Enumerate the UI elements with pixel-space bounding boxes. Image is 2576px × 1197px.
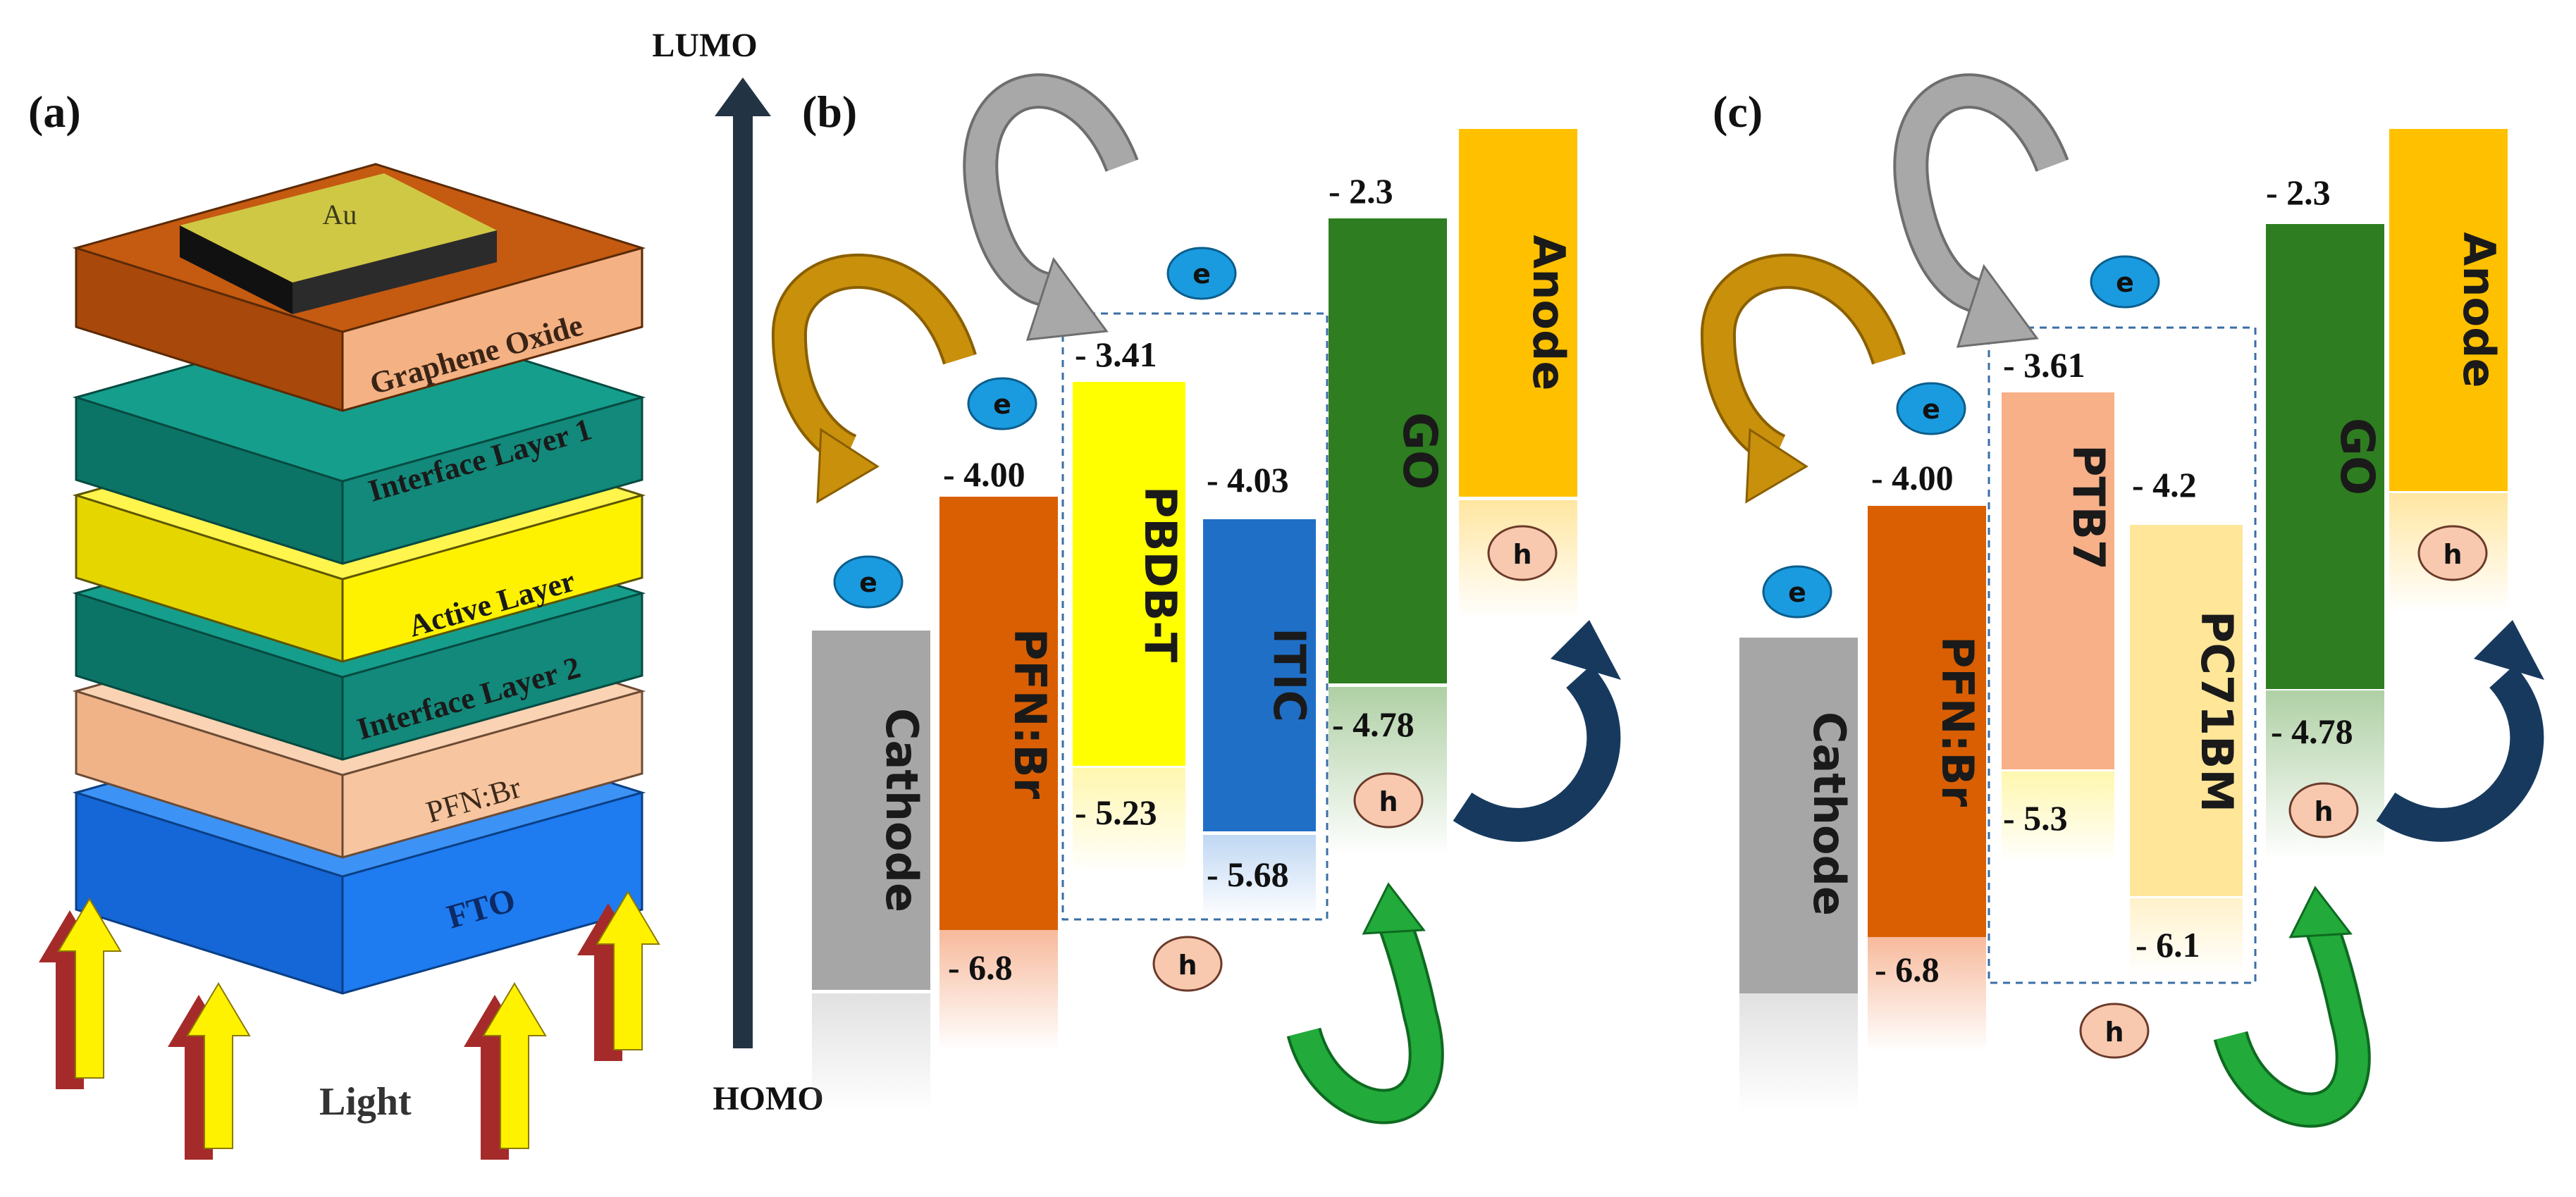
go-lumo-b: - 2.3	[1329, 171, 1393, 211]
pfnbr-bar-c: PFN:Br	[1868, 506, 1986, 937]
svg-text:PBDB-T: PBDB-T	[1135, 486, 1186, 662]
pfn-lumo-c: - 4.00	[1871, 458, 1954, 497]
hole-b-3: h	[1152, 936, 1223, 992]
svg-text:h: h	[2443, 539, 2462, 570]
svg-text:PC71BM: PC71BM	[2191, 611, 2243, 812]
hole-c-1: h	[2417, 525, 2488, 581]
electron-b-3: e	[833, 555, 904, 609]
ptb7-bar-c: PTB7	[2002, 392, 2114, 769]
light-arrows	[39, 891, 660, 1160]
svg-text:h: h	[1512, 539, 1532, 570]
go-bar-c: GO	[2266, 224, 2384, 689]
blend-box-c	[1988, 326, 2257, 984]
panel-c-label: (c)	[1713, 87, 1763, 137]
hole-b-2: h	[1353, 772, 1424, 829]
layer-label-au: Au	[323, 199, 357, 230]
svg-text:e: e	[993, 389, 1011, 420]
svg-text:Cathode: Cathode	[1804, 712, 1855, 916]
pfnbr-bar-b: PFN:Br	[939, 497, 1058, 930]
axis-bottom-label: HOMO	[713, 1080, 823, 1117]
svg-text:h: h	[1379, 786, 1398, 817]
svg-text:h: h	[1178, 950, 1197, 981]
svg-text:h: h	[2104, 1017, 2124, 1048]
pfn-lumo-b: - 4.00	[943, 454, 1025, 494]
electron-b-1: e	[1166, 247, 1237, 300]
donor-lumo-b: - 3.41	[1075, 335, 1157, 374]
acceptor-lumo-c: - 4.2	[2132, 465, 2197, 504]
energy-axis: LUMO HOMO	[652, 27, 823, 1117]
anode-bar-b: Anode	[1459, 129, 1577, 497]
svg-text:e: e	[1922, 394, 1940, 425]
panel-c: (c) Cathode PFN:Br PTB7 PC71BM GO	[1700, 73, 2544, 1128]
svg-text:Cathode: Cathode	[876, 708, 928, 912]
go-homo-c: - 4.78	[2271, 712, 2353, 751]
arrow-green-b	[1286, 882, 1444, 1124]
electron-c-1: e	[2090, 255, 2160, 309]
light-arrow-4	[577, 891, 660, 1061]
svg-text:GO: GO	[1393, 412, 1447, 490]
layer-au: Au	[180, 173, 497, 314]
pc71bm-bar-c: PC71BM	[2130, 525, 2243, 896]
arrow-gray-b	[963, 73, 1139, 341]
svg-text:Anode: Anode	[2453, 232, 2505, 387]
svg-text:e: e	[1788, 577, 1806, 608]
acceptor-lumo-b: - 4.03	[1207, 460, 1289, 500]
donor-homo-c: - 5.3	[2003, 798, 2068, 838]
anode-bar-c: Anode	[2389, 129, 2508, 491]
light-arrow-3	[464, 982, 547, 1160]
hole-b-1: h	[1487, 525, 1558, 581]
panel-a: (a) FTO PFN:Br Interface Layer 2	[28, 87, 660, 1160]
svg-text:e: e	[2116, 267, 2134, 298]
hole-c-2: h	[2288, 782, 2359, 838]
donor-homo-b: - 5.23	[1075, 793, 1157, 832]
arrow-gray-c	[1893, 73, 2069, 348]
go-homo-b: - 4.78	[1332, 705, 1415, 744]
hole-c-3: h	[2079, 1003, 2150, 1059]
acceptor-homo-c: - 6.1	[2136, 925, 2200, 965]
light-label: Light	[319, 1080, 412, 1124]
panel-b-label: (b)	[802, 87, 857, 137]
panel-a-label: (a)	[28, 87, 81, 137]
svg-text:ITIC: ITIC	[1264, 628, 1315, 722]
arrow-gold-b	[771, 254, 977, 504]
arrow-green-c	[2213, 886, 2371, 1128]
donor-lumo-c: - 3.61	[2003, 345, 2085, 385]
itic-bar-b: ITIC	[1203, 519, 1316, 831]
go-bar-b: GO	[1329, 218, 1447, 683]
electron-b-2: e	[967, 377, 1037, 430]
pbdbt-bar-b: PBDB-T	[1073, 382, 1186, 766]
pfn-homo-b: - 6.8	[948, 948, 1013, 987]
electron-c-2: e	[1896, 382, 1966, 435]
arrow-gold-c	[1700, 254, 1906, 504]
svg-text:GO: GO	[2330, 418, 2384, 495]
svg-text:e: e	[859, 567, 877, 598]
pfn-homo-c: - 6.8	[1875, 950, 1940, 989]
cathode-bar-c: Cathode	[1739, 638, 1858, 993]
svg-text:h: h	[2314, 796, 2333, 827]
go-lumo-c: - 2.3	[2266, 173, 2331, 212]
panel-b: (b) Cathode PFN:Br PBDB-T ITIC GO	[771, 73, 1621, 1124]
acceptor-homo-b: - 5.68	[1207, 855, 1289, 894]
axis-top-label: LUMO	[652, 27, 757, 64]
arrow-navy-b	[1453, 620, 1621, 842]
svg-text:e: e	[1193, 259, 1211, 290]
svg-text:PFN:Br: PFN:Br	[1932, 636, 1983, 807]
svg-text:PFN:Br: PFN:Br	[1004, 628, 1056, 800]
light-arrow-2	[168, 982, 251, 1160]
blend-box-b	[1061, 312, 1329, 921]
arrow-navy-c	[2376, 620, 2544, 842]
svg-text:PTB7: PTB7	[2063, 445, 2114, 570]
svg-text:Anode: Anode	[1523, 235, 1574, 390]
electron-c-3: e	[1762, 565, 1832, 619]
cathode-bar-b: Cathode	[812, 631, 930, 990]
light-arrow-1	[39, 898, 122, 1089]
